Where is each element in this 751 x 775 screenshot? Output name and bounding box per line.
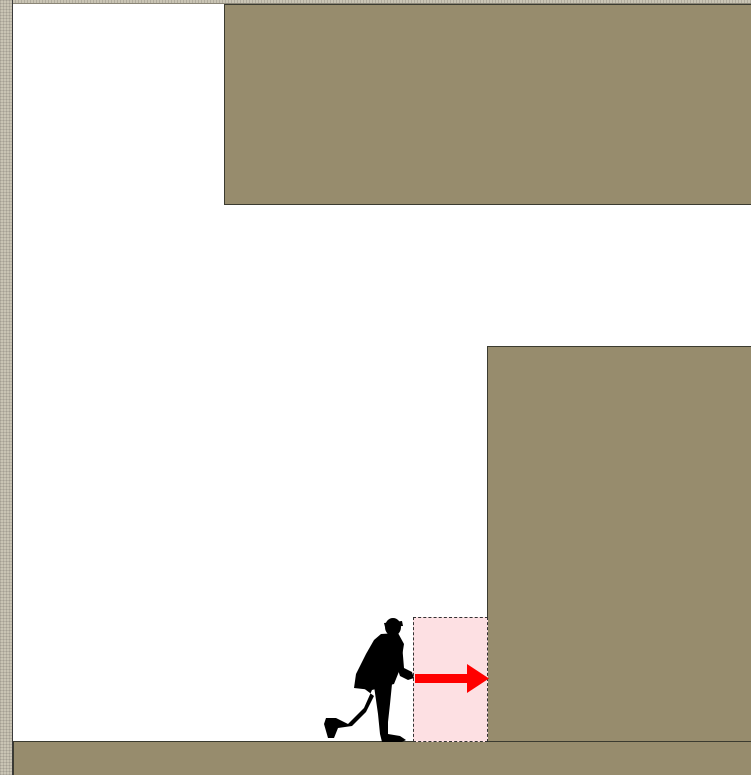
arrow-head: [467, 664, 489, 693]
ground-floor: [13, 741, 751, 775]
person-front-leg: [374, 684, 406, 742]
person-silhouette: [324, 618, 414, 742]
arrow-right-icon: [413, 662, 491, 696]
upper-wall-block: [224, 4, 751, 205]
right-wall-block: [487, 346, 751, 746]
running-person-icon[interactable]: [318, 614, 418, 744]
person-back-leg: [324, 684, 374, 738]
arrow-shaft: [415, 674, 469, 683]
frame-left-border: [0, 0, 13, 775]
